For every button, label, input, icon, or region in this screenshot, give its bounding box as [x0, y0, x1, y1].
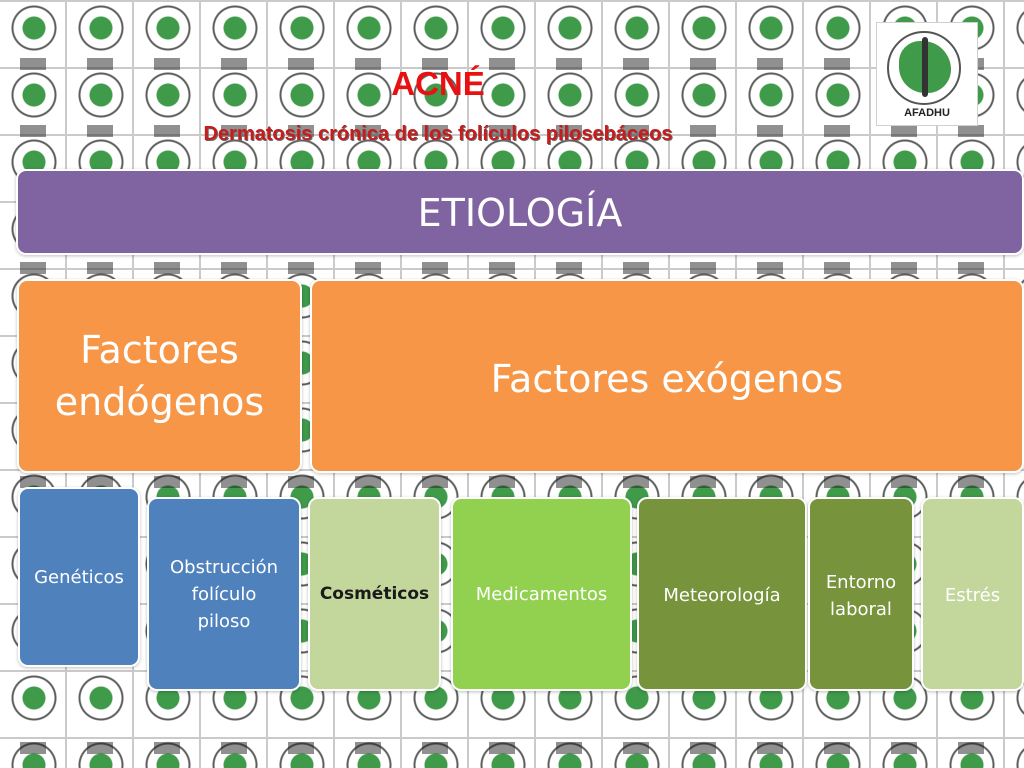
background-tile-label-band	[0, 742, 1024, 754]
root-label: ETIOLOGÍA	[417, 191, 623, 235]
leaf-label: Genéticos	[34, 566, 124, 588]
logo-ring	[887, 31, 961, 105]
leaf-node-estres: Estrés	[921, 497, 1024, 691]
logo-text: AFADHU	[904, 107, 950, 119]
leaf-label-line: laboral	[830, 599, 892, 620]
leaf-label-line: Entorno	[825, 572, 897, 593]
slide-subtitle: Dermatosis crónica de los folículos pilo…	[203, 123, 673, 145]
leaf-label-line: Obstrucción	[169, 556, 279, 578]
leaf-label: Estrés	[944, 585, 1001, 606]
slide-title: ACNÉ	[391, 65, 485, 102]
background-tile-label-band	[0, 262, 1024, 274]
background-tile-label-band	[0, 476, 1024, 488]
leaf-node-geneticos: Genéticos	[18, 487, 140, 667]
branch-label: Factores endógenos	[55, 324, 264, 428]
leaf-label: Meteorología	[663, 585, 781, 606]
background-tile-label-band	[0, 125, 1024, 137]
leaf-node-medicamentos: Medicamentos	[451, 497, 632, 691]
leaf-label-line: piloso	[197, 610, 251, 632]
branch-label: Factores exógenos	[490, 357, 844, 401]
leaf-node-obstruccion: Obstrucción folículo piloso	[147, 497, 301, 691]
leaf-label-line: folículo	[191, 583, 257, 605]
pharmacists-association-seal-icon: AFADHU	[876, 22, 978, 126]
leaf-label: Entorno laboral	[826, 569, 896, 623]
branch-label-line: endógenos	[54, 380, 265, 424]
branch-node-exogenos: Factores exógenos	[310, 279, 1024, 473]
leaf-node-entorno-laboral: Entorno laboral	[808, 497, 914, 691]
leaf-node-meteorologia: Meteorología	[637, 497, 807, 691]
leaf-label: Medicamentos	[475, 583, 608, 605]
branch-node-endogenos: Factores endógenos	[17, 279, 302, 473]
background-tile-label-band	[0, 58, 1024, 70]
diagram-root-node: ETIOLOGÍA	[16, 169, 1024, 255]
leaf-node-cosmeticos: Cosméticos	[308, 497, 441, 691]
logo-staff-shape	[922, 37, 928, 97]
leaf-label: Cosméticos	[319, 583, 430, 604]
branch-label-line: Factores	[80, 328, 239, 372]
leaf-label: Obstrucción folículo piloso	[170, 554, 278, 635]
